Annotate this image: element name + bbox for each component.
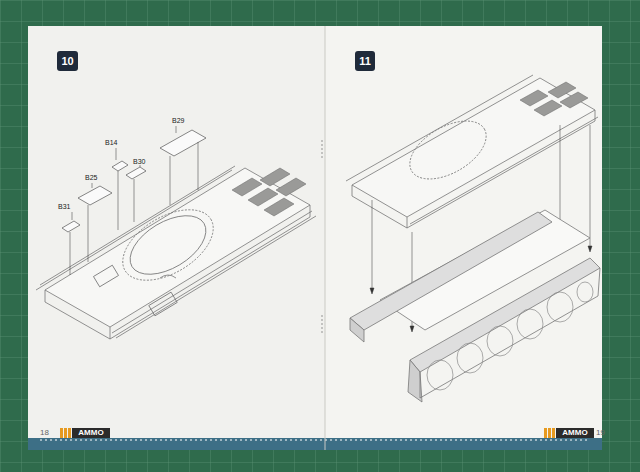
part-number: B29 (172, 117, 184, 124)
brand-logo-text: AMMO (78, 429, 103, 437)
part-number: B30 (133, 158, 145, 165)
part-number: B14 (105, 139, 117, 146)
brand-logo-text: AMMO (562, 429, 587, 437)
part-number: B31 (58, 203, 70, 210)
step-number: 11 (355, 51, 375, 71)
brand-logo: AMMO (72, 428, 110, 438)
step-number-text: 11 (359, 56, 371, 67)
page-number: 18 (40, 429, 49, 437)
part-number: B25 (85, 174, 97, 181)
page-number: 19 (596, 429, 605, 437)
step-number-text: 10 (61, 56, 73, 67)
brand-logo: AMMO (556, 428, 594, 438)
step-number: 10 (57, 51, 78, 71)
